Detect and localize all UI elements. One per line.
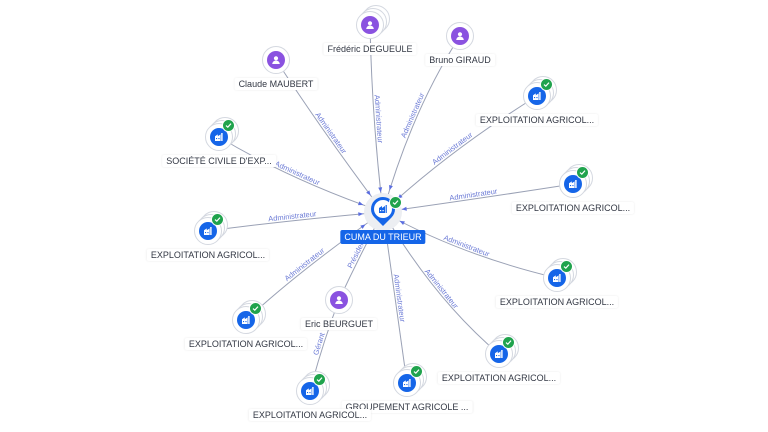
node-icon-stack [262, 46, 290, 74]
node-icon-stack [232, 300, 266, 334]
node-icon-stack [325, 286, 353, 314]
edge-label: Administrateur [273, 159, 321, 187]
node-label: Claude MAUBERT [234, 78, 318, 90]
node-icon-stack [446, 22, 474, 50]
node-label: EXPLOITATION AGRICOL... [495, 296, 619, 308]
edge-arrow-icon [360, 224, 366, 229]
verified-check-icon [540, 78, 553, 91]
building-icon [199, 222, 217, 240]
building-icon [528, 87, 546, 105]
building-icon [374, 200, 392, 218]
node-icon-stack [393, 363, 427, 397]
building-icon [398, 374, 416, 392]
node-icon-stack [296, 371, 330, 405]
node-label: GROUPEMENT AGRICOLE ... [341, 401, 473, 413]
person-icon [330, 291, 348, 309]
node-label: EXPLOITATION AGRICOL... [184, 338, 308, 350]
node-label: Bruno GIRAUD [425, 54, 495, 66]
edge-arrow-icon [389, 184, 393, 191]
node-icon-stack [523, 76, 557, 110]
verified-check-icon [560, 260, 573, 273]
node-halo [296, 377, 324, 405]
person-icon [451, 27, 469, 45]
edge-label: Gérant [311, 331, 327, 356]
edge-label: Administrateur [399, 91, 427, 139]
edge-arrow-icon [366, 190, 371, 196]
edge-arrow-icon [399, 220, 405, 225]
edge-arrow-icon [357, 201, 364, 206]
building-icon [301, 382, 319, 400]
node-label: EXPLOITATION AGRICOL... [475, 114, 599, 126]
edge-expl3-center: Administrateur [207, 209, 384, 232]
edge-scea-center: Administrateur [218, 136, 384, 213]
verified-check-icon [222, 119, 235, 132]
edge-arrow-icon [401, 206, 407, 211]
node-halo [446, 22, 474, 50]
verified-check-icon [576, 166, 589, 179]
node-label: EXPLOITATION AGRICOL... [437, 372, 561, 384]
edge-label: Administrateur [373, 94, 385, 143]
building-icon [237, 311, 255, 329]
building-icon [490, 345, 508, 363]
edge-label: Administrateur [283, 246, 327, 283]
node-label: Eric BEURGUET [300, 318, 378, 330]
verified-check-icon [249, 302, 262, 315]
verified-check-icon [389, 196, 402, 209]
center-node-label: CUMA DU TRIEUR [340, 230, 426, 244]
node-icon-stack [194, 211, 228, 245]
verified-check-icon [313, 373, 326, 386]
building-icon [548, 269, 566, 287]
building-icon [210, 128, 228, 146]
verified-check-icon [410, 365, 423, 378]
person-icon [361, 16, 379, 34]
edge-arrow-icon [378, 187, 383, 193]
node-label: EXPLOITATION AGRICOL... [248, 409, 372, 421]
edge-label: Administrateur [423, 267, 461, 311]
building-icon [564, 175, 582, 193]
person-icon [267, 51, 285, 69]
node-icon-stack [205, 117, 239, 151]
verified-check-icon [502, 336, 515, 349]
edge-expl5-center: Administrateur [245, 211, 384, 321]
node-label: EXPLOITATION AGRICOL... [146, 249, 270, 261]
node-label: Frédéric DEGUEULE [323, 43, 417, 55]
node-icon-stack [543, 258, 577, 292]
edge-label: Administrateur [449, 187, 499, 203]
edge-label: Administrateur [442, 233, 491, 259]
node-label: EXPLOITATION AGRICOL... [511, 202, 635, 214]
edge-arrow-icon [358, 212, 364, 217]
edge-expl4-center: Administrateur [382, 211, 558, 279]
node-icon-stack [559, 164, 593, 198]
node-label: SOCIÉTÉ CIVILE D'EXP... [162, 155, 276, 167]
node-icon-stack [356, 5, 390, 39]
edge-label: Administrateur [313, 111, 349, 156]
edge-label: Administrateur [392, 274, 408, 324]
verified-check-icon [211, 213, 224, 226]
edge-label: Administrateur [430, 130, 474, 167]
node-icon-stack [485, 334, 519, 368]
